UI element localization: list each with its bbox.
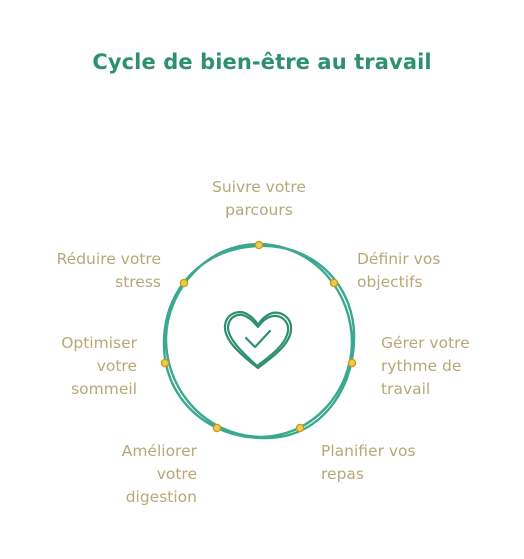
step-label-definir-vos-objectifs: Définir vos objectifs [357,250,441,291]
node-suivre-votre-parcours [254,240,264,250]
heart-check-icon [223,310,293,370]
node-reduire-votre-stress [179,278,189,288]
node-optimiser-votre-sommeil [160,358,170,368]
step-label-optimiser-votre-sommeil: Optimiser votre sommeil [61,334,137,398]
step-label-ameliorer-votre-digestion: Améliorer votre digestion [121,442,197,506]
step-label-planifier-vos-repas: Planifier vos repas [321,442,416,483]
cycle-nodes [160,240,357,433]
node-planifier-vos-repas [295,423,305,433]
diagram-title: Cycle de bien-être au travail [92,50,432,74]
step-label-reduire-votre-stress: Réduire votre stress [56,250,161,291]
cycle-ring [162,242,356,440]
node-definir-vos-objectifs [329,278,339,288]
node-gerer-votre-rythme [347,358,357,368]
step-label-suivre-votre-parcours: Suivre votre parcours [212,178,306,219]
step-label-gerer-votre-rythme: Gérer votre rythme de travail [381,334,470,398]
node-ameliorer-votre-digestion [212,423,222,433]
